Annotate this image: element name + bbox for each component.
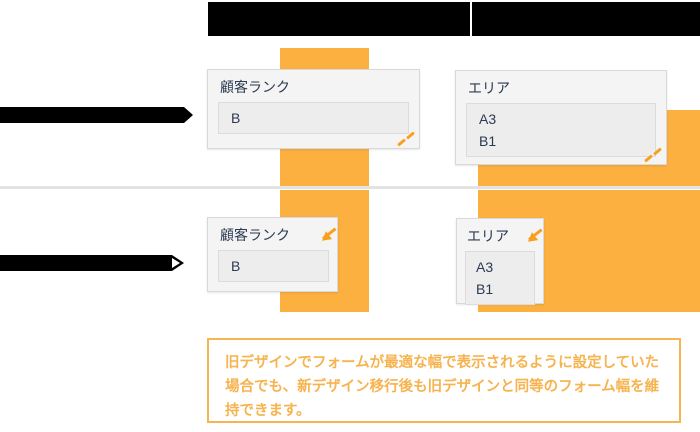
old-design-rank-card: 顧客ランク B bbox=[207, 69, 420, 149]
area-value-line-1: A3 bbox=[479, 111, 497, 127]
new-design-rank-card: 顧客ランク B bbox=[207, 217, 338, 292]
rank-input[interactable]: B bbox=[218, 102, 409, 134]
area-input[interactable]: A3 B1 bbox=[466, 103, 656, 157]
redacted-title-left bbox=[208, 2, 470, 36]
redacted-label-old-design bbox=[0, 107, 193, 123]
arrow-right-icon bbox=[184, 107, 193, 123]
area-value-line-2: B1 bbox=[476, 281, 494, 297]
redacted-title-right bbox=[472, 2, 700, 36]
rank-value: B bbox=[231, 258, 241, 274]
field-label-rank: 顧客ランク bbox=[220, 79, 290, 95]
caption-text: 旧デザインでフォームが最適な幅で表示されるように設定していた場合でも、新デザイン… bbox=[225, 355, 660, 419]
area-input[interactable]: A3 B1 bbox=[465, 251, 535, 305]
field-label-area: エリア bbox=[468, 80, 510, 96]
redacted-bar bbox=[0, 107, 184, 123]
old-design-area-card: エリア A3 B1 bbox=[455, 70, 667, 165]
rank-input[interactable]: B bbox=[218, 250, 329, 282]
new-design-area-card: エリア A3 B1 bbox=[456, 218, 544, 305]
redacted-bar bbox=[0, 255, 172, 271]
arrow-right-outline-icon bbox=[172, 255, 184, 271]
caption-box: 旧デザインでフォームが最適な幅で表示されるように設定していた場合でも、新デザイン… bbox=[207, 338, 681, 423]
redacted-label-new-design bbox=[0, 255, 184, 271]
section-divider bbox=[0, 186, 700, 189]
field-label-area: エリア bbox=[467, 228, 509, 244]
area-value-line-1: A3 bbox=[476, 259, 494, 275]
field-label-rank: 顧客ランク bbox=[220, 227, 290, 243]
area-value-line-2: B1 bbox=[479, 133, 497, 149]
rank-value: B bbox=[231, 110, 241, 126]
